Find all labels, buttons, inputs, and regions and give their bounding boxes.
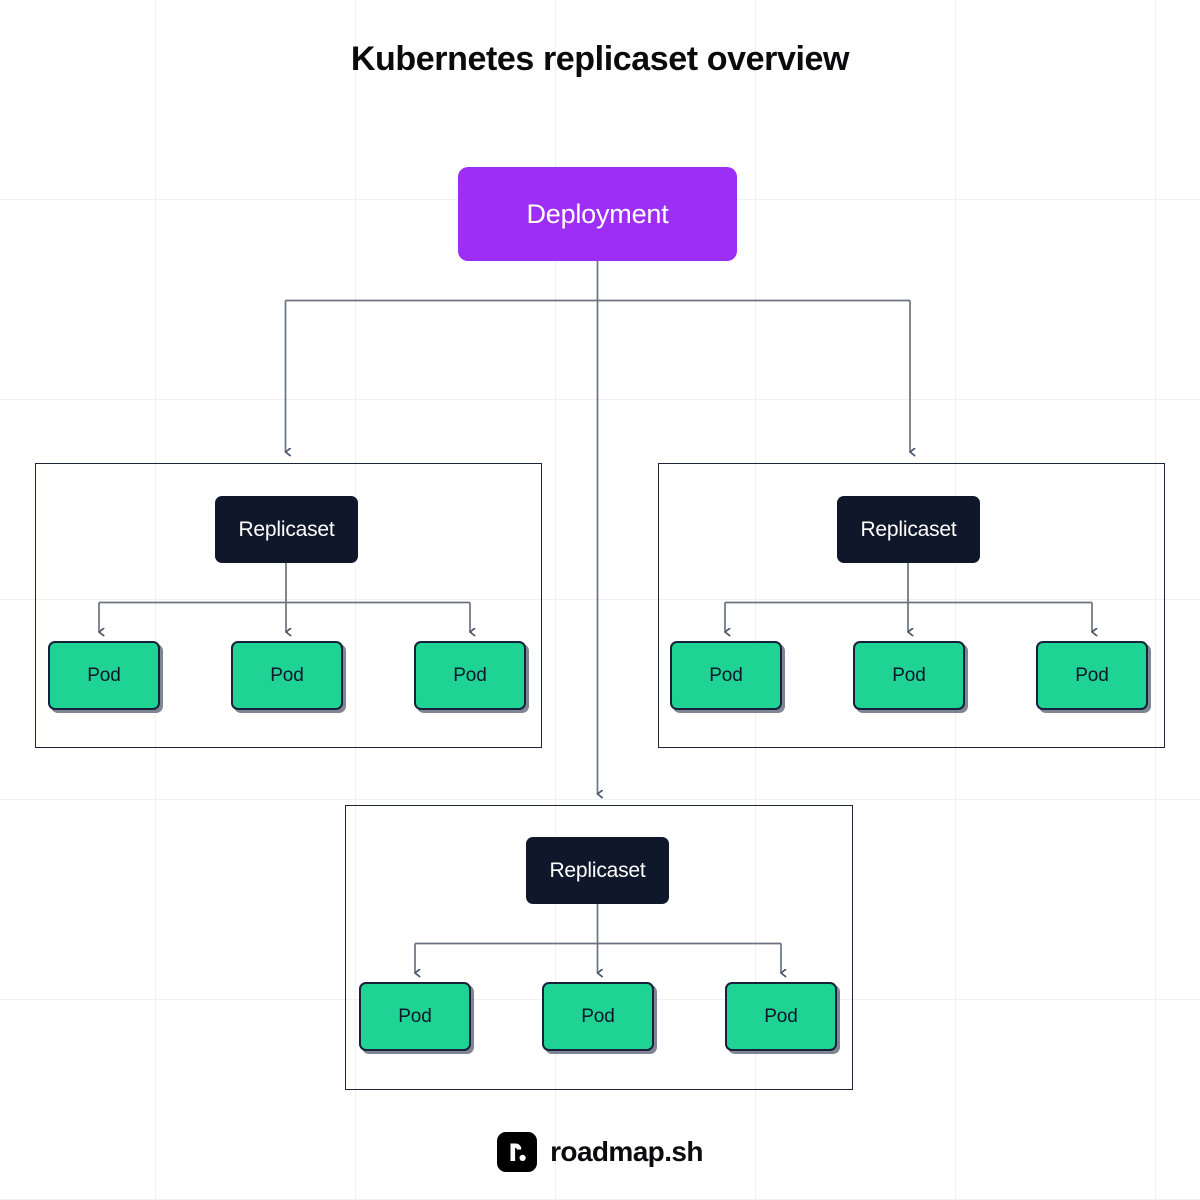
- node-replicaset-left[interactable]: Replicaset: [215, 496, 358, 563]
- node-replicaset-right[interactable]: Replicaset: [837, 496, 980, 563]
- node-pod-left-2[interactable]: Pod: [231, 641, 343, 710]
- node-pod-bottom-1[interactable]: Pod: [359, 982, 471, 1051]
- group-box-right: [658, 463, 1165, 748]
- node-deployment[interactable]: Deployment: [458, 167, 737, 261]
- group-box-bottom: [345, 805, 853, 1090]
- node-pod-left-1[interactable]: Pod: [48, 641, 160, 710]
- brand-name: roadmap.sh: [550, 1136, 703, 1167]
- node-pod-right-2[interactable]: Pod: [853, 641, 965, 710]
- brand-footer: roadmap.sh: [0, 1132, 1200, 1172]
- node-pod-bottom-3[interactable]: Pod: [725, 982, 837, 1051]
- node-replicaset-bottom[interactable]: Replicaset: [526, 837, 669, 904]
- node-pod-right-3[interactable]: Pod: [1036, 641, 1148, 710]
- page-title: Kubernetes replicaset overview: [350, 40, 850, 78]
- node-pod-bottom-2[interactable]: Pod: [542, 982, 654, 1051]
- roadmap-logo-icon: [497, 1132, 538, 1172]
- node-pod-left-3[interactable]: Pod: [414, 641, 526, 710]
- node-pod-right-1[interactable]: Pod: [670, 641, 782, 710]
- group-box-left: [35, 463, 542, 748]
